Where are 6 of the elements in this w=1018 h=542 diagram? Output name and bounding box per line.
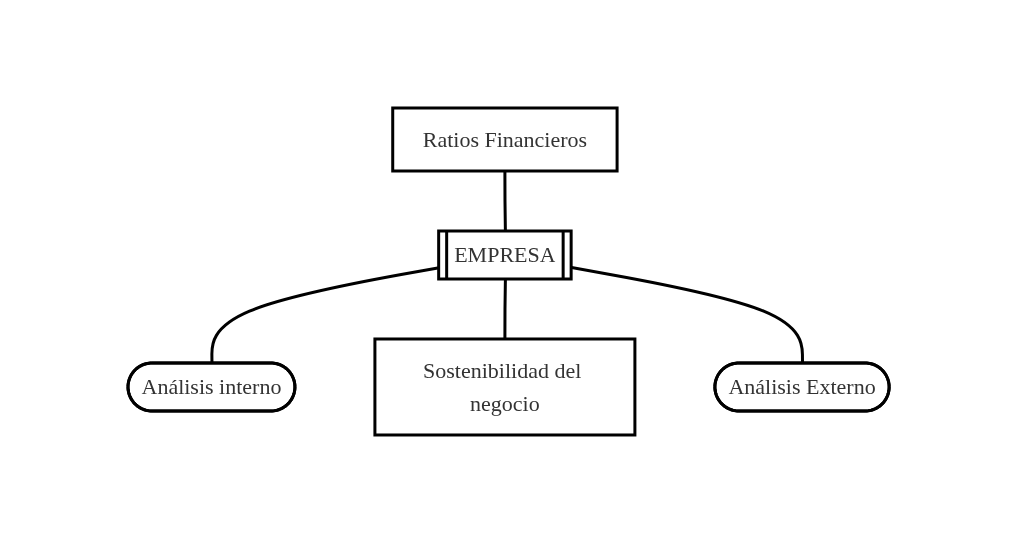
connector [503,170,508,231]
connector [571,265,805,363]
node-box: Ratios Financieros [391,106,619,172]
node-box: Sostenibilidad del negocio [373,337,637,436]
connector [210,265,440,363]
connector [503,278,508,339]
